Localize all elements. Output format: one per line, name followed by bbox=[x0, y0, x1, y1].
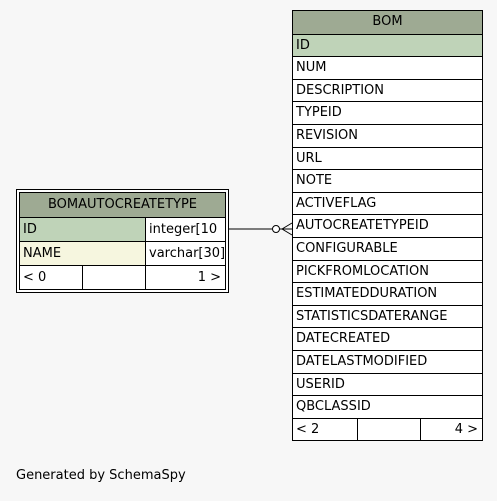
bom-table-title: BOM bbox=[293, 11, 482, 34]
bom-column-revision: REVISION bbox=[293, 123, 482, 147]
bomautocreatetype-parents-count: < 0 bbox=[23, 270, 47, 285]
bomautocreatetype-footer-spacer bbox=[82, 266, 145, 289]
bomautocreatetype-table: BOMAUTOCREATETYPE ID integer[10 NAME var… bbox=[16, 189, 229, 293]
bom-column-id: ID bbox=[293, 33, 482, 57]
bom-column-num: NUM bbox=[293, 56, 482, 79]
bomautocreatetype-column-id: ID bbox=[20, 218, 145, 241]
bomautocreatetype-column-id-type: integer[10 bbox=[145, 218, 225, 241]
bom-parents-count: < 2 bbox=[296, 421, 320, 437]
crowfoot-upper-icon bbox=[281, 222, 293, 230]
zero-optionality-icon bbox=[272, 225, 280, 233]
crowfoot-lower-icon bbox=[281, 228, 293, 236]
bomautocreatetype-table-footer: < 0 1 > bbox=[20, 265, 225, 289]
bom-footer-spacer bbox=[357, 418, 420, 441]
bom-column-statisticsdaterange: STATISTICSDATERANGE bbox=[293, 304, 482, 328]
bomautocreatetype-row-id: ID integer[10 bbox=[20, 217, 225, 241]
bom-children-count: 4 > bbox=[420, 418, 482, 441]
bom-column-url: URL bbox=[293, 146, 482, 170]
bomautocreatetype-children-count: 1 > bbox=[145, 266, 225, 289]
bom-column-pickfromlocation: PICKFROMLOCATION bbox=[293, 259, 482, 283]
bom-column-datelastmodified: DATELASTMODIFIED bbox=[293, 349, 482, 373]
bom-column-typeid: TYPEID bbox=[293, 101, 482, 124]
bom-column-activeflag: ACTIVEFLAG bbox=[293, 191, 482, 215]
bom-column-description: DESCRIPTION bbox=[293, 78, 482, 102]
bom-column-datecreated: DATECREATED bbox=[293, 327, 482, 350]
bomautocreatetype-table-title: BOMAUTOCREATETYPE bbox=[20, 193, 225, 217]
generated-by-label: Generated by SchemaSpy bbox=[16, 468, 186, 483]
bomautocreatetype-row-name: NAME varchar[30] bbox=[20, 241, 225, 265]
bomautocreatetype-column-name-type: varchar[30] bbox=[145, 242, 225, 265]
bom-column-note: NOTE bbox=[293, 169, 482, 192]
bom-column-qbclassid: QBCLASSID bbox=[293, 395, 482, 418]
bom-column-configurable: CONFIGURABLE bbox=[293, 236, 482, 260]
bomautocreatetype-column-name: NAME bbox=[20, 242, 145, 265]
bom-table: BOM ID NUM DESCRIPTION TYPEID REVISION U… bbox=[292, 10, 483, 442]
bom-column-autocreatetypeid: AUTOCREATETYPEID bbox=[293, 214, 482, 237]
bom-column-userid: USERID bbox=[293, 372, 482, 396]
bom-table-footer: < 2 4 > bbox=[293, 417, 482, 441]
bom-column-estimatedduration: ESTIMATEDDURATION bbox=[293, 282, 482, 305]
